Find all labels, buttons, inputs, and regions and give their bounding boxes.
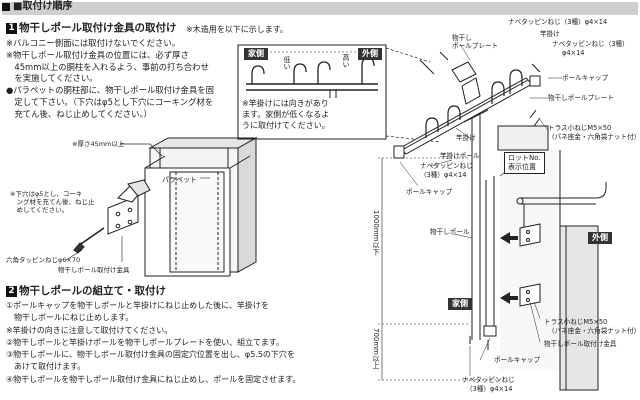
hex-screw-label: 六角タッピンねじφ6×70 [6, 256, 81, 264]
header-square-icon [2, 3, 10, 11]
section1-line: ※バルコニー側面には取付けないでください。 [6, 38, 181, 48]
hole-note-line: ング材を充てん後、ねじ止 [10, 198, 95, 206]
pole-plate-top-label: 物干し [452, 34, 472, 42]
hanger-mid-label: 竿掛け [456, 134, 476, 142]
section1-title: 物干しポール取付け金具の取付け [19, 22, 177, 34]
pole-label: 物干しポール [430, 228, 470, 236]
truss-screw-label-2: （パネ座金・六角袋ナット付） [548, 133, 640, 141]
pole-cap-bottom-label: ポールキャップ [494, 356, 541, 364]
lot-number-box: ロットNo. 表示位置 [504, 152, 545, 174]
section2-line: ①ポールキャップを物干しポールと竿掛けにねじ止めした後に、竿掛けを [6, 301, 269, 310]
truss-screw-label: トラス小ねじM5×50 [548, 124, 612, 132]
orientation-box-drawing [237, 44, 387, 140]
pan-screw-right-label: ナベタッピンねじ（3種） [552, 40, 629, 48]
outside-tag-assembly: 外側 [588, 232, 612, 244]
section2-body: ①ポールキャップを物干しポールと竿掛けにねじ止めした後に、竿掛けを 物干しポール… [6, 300, 300, 386]
orientation-note-line: ※竿掛けには向きがあり [242, 99, 329, 108]
hole-note-line: めしてください。 [10, 206, 69, 214]
pan-screw-mid-label-2: （3種）φ4×14 [420, 171, 467, 179]
pole-cap-mid-label: ポールキャップ [406, 188, 453, 196]
bracket-bottom-label: 物干しポール取付け金具 [544, 340, 617, 348]
thickness-label: ※厚さ45mm以上 [72, 140, 125, 148]
section1-body: ※バルコニー側面には取付けないでください。 ※物干しポール取付け金具の位置には、… [6, 38, 214, 121]
parapet-detail-drawing [65, 137, 258, 277]
section2-line: 物干しポールにねじ止めします。 [6, 313, 134, 323]
hole-note-line: ※下穴はφ5とし、コーキ [10, 190, 83, 198]
pan-screw-top-label: ナベタッピンねじ（3種）φ4×14 [508, 18, 608, 26]
dim-1000-label: 1000mm以下 [372, 210, 380, 256]
bracket-label: 物干しポール取付け金具 [58, 266, 130, 274]
high-label: 高い [342, 54, 350, 68]
section2-line: ④物干しポールを物干しポール取付け金具にねじ止めし、ポールを固定させます。 [6, 374, 301, 384]
pole-plate-right-label: 物干しポールプレート [548, 94, 614, 102]
section1-number: 1 [6, 23, 17, 34]
pan-screw-bottom-label: ナベタッピンねじ [462, 376, 515, 384]
pan-screw-mid-label: ナベタッピンねじ [420, 162, 473, 170]
pan-screw-right-label-2: φ4×14 [562, 49, 585, 57]
home-side-tag: 家側 [244, 48, 268, 60]
section2-line: ※竿掛けの向きに注意して取付けてください。 [6, 325, 173, 335]
section1-line: を実施してください。 [6, 73, 98, 84]
section1-line: 45mm以上の胴柱を入れるよう、事前の打ち合わせ [6, 61, 209, 72]
pan-screw-bottom-label-2: （3種）φ4×14 [466, 385, 513, 393]
header-title: ■取付け順序 [13, 1, 73, 12]
low-label: 低い [283, 56, 291, 70]
orientation-note: ※竿掛けには向きがあり ます。家側が低くなるよ うに取付けてください。 [242, 98, 330, 131]
section2-line: あけて取付けます。 [6, 362, 86, 372]
outside-tag: 外側 [358, 48, 382, 60]
lot-number-label: ロットNo. [508, 154, 541, 162]
hole-note: ※下穴はφ5とし、コーキ ング材を充てん後、ねじ止 めしてください。 [10, 190, 95, 214]
parapet-label: パラペット [162, 176, 197, 184]
home-side-tag-assembly: 家側 [448, 298, 472, 310]
header-bar [2, 2, 638, 15]
section1-line: 充てん後、ねじ止めしてください。） [6, 108, 153, 119]
section2-line: ②物干しポールと竿掛けポールを物干しポールプレートを使い、組立てます。 [6, 337, 284, 347]
lot-position-label: 表示位置 [508, 163, 536, 171]
orientation-note-line: うに取付けてください。 [242, 121, 330, 130]
section1-line: 定して下さい。（下穴はφ5とし下穴にコーキング材を [6, 96, 214, 107]
pole-assembly-drawing [378, 43, 607, 391]
section2-title: 物干しポールの組立て・取付け [19, 285, 166, 297]
hanger-top-label: 竿掛け [540, 30, 560, 38]
orientation-note-line: ます。家側が低くなるよ [242, 110, 330, 119]
section2-line: ③物干しポールに、物干しポール取付け金具の固定穴位置を出し、φ5.5の下穴を [6, 350, 295, 360]
truss-screw-bottom-label-2: （パネ座金・六角袋ナット付） [548, 327, 640, 335]
dim-700-label: 700mm以上 [372, 328, 380, 369]
section1-note: ※木造用を以下に示します。 [186, 25, 288, 34]
hanger-pole-label: 竿掛けポール [440, 152, 480, 160]
section2-number: 2 [6, 286, 17, 297]
section1-line: ●パラペットの胴柱部に、物干しポール取付け金具を固 [6, 85, 215, 96]
truss-screw-bottom-label: トラス小ねじM5×50 [544, 318, 608, 326]
pole-plate-top-label-2: ポールプレート [452, 42, 499, 50]
pole-cap-right-label: ポールキャップ [562, 74, 609, 82]
section1-line: ※物干しポール取付け金具の位置には、必ず厚さ [6, 49, 189, 60]
